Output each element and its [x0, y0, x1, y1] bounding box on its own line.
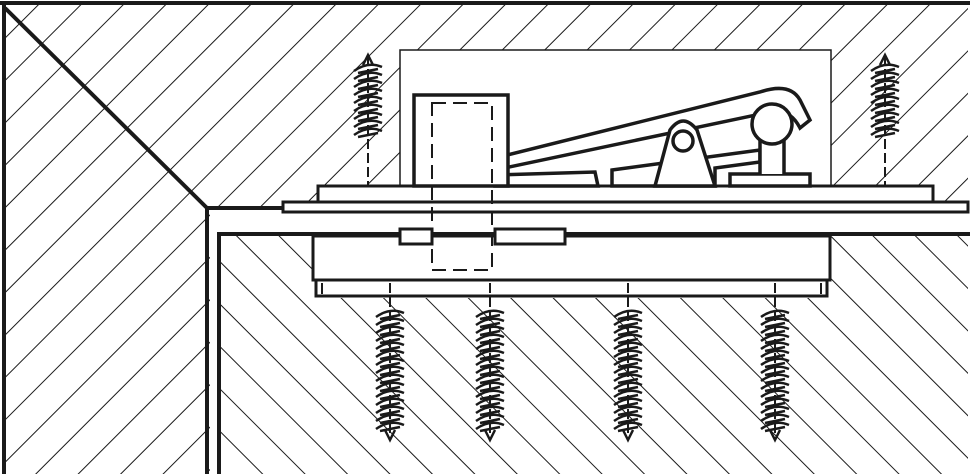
screw-door-4 [760, 283, 790, 443]
screw-door-2 [475, 283, 505, 443]
hinge-cup-block [412, 93, 510, 188]
screw-door-3 [613, 283, 643, 443]
hinge-base-plate [316, 184, 935, 204]
clip-left [398, 227, 434, 246]
hinge-mechanism [412, 86, 813, 271]
door-housing-flange [314, 278, 829, 298]
screw-frame-right [870, 52, 900, 186]
screw-frame-left [353, 52, 383, 186]
hinge-cup-hidden-outline [431, 102, 493, 271]
screws [353, 52, 900, 443]
screw-door-1 [375, 283, 405, 443]
door-housing [311, 234, 832, 282]
clip-right [493, 227, 567, 246]
